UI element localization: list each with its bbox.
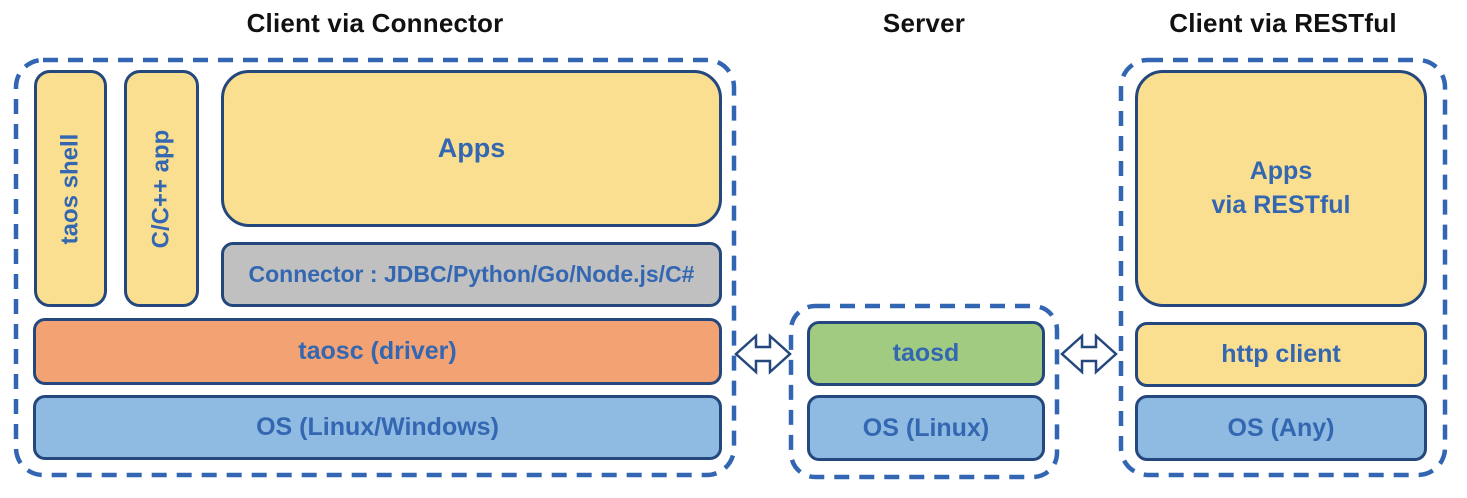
os-any-box: OS (Any) (1135, 395, 1427, 461)
os-linux-label: OS (Linux) (862, 413, 990, 442)
right-section-title: Client via RESTful (1169, 8, 1397, 38)
apps-via-restful-line1: Apps (1249, 156, 1313, 185)
connector-label: Connector : JDBC/Python/Go/Node.js/C# (248, 261, 695, 287)
os-linux-box: OS (Linux) (807, 395, 1045, 461)
left-section-title: Client via Connector (246, 8, 504, 38)
client-restful-container: Apps via RESTful http client OS (Any) (1118, 57, 1448, 478)
right-double-arrow-icon (1060, 333, 1118, 375)
os-linux-windows-box: OS (Linux/Windows) (33, 395, 722, 460)
os-any-label: OS (Any) (1227, 413, 1335, 442)
apps-box: Apps (221, 70, 722, 227)
apps-via-restful-label: Apps via RESTful (1212, 155, 1351, 223)
connector-box: Connector : JDBC/Python/Go/Node.js/C# (221, 242, 722, 307)
taosd-label: taosd (892, 339, 960, 367)
http-client-label: http client (1221, 340, 1341, 368)
os-linux-windows-label: OS (Linux/Windows) (256, 413, 499, 441)
left-double-arrow-icon (734, 333, 792, 375)
apps-via-restful-box: Apps via RESTful (1135, 70, 1427, 307)
taos-shell-label: taos shell (56, 133, 84, 244)
taosc-driver-box: taosc (driver) (33, 318, 722, 385)
http-client-box: http client (1135, 322, 1427, 387)
server-section-title: Server (882, 8, 966, 38)
apps-label: Apps (437, 133, 506, 163)
server-container: taosd OS (Linux) (788, 303, 1060, 480)
taosc-driver-label: taosc (driver) (298, 337, 457, 365)
cpp-app-box: C/C++ app (124, 70, 199, 307)
taosd-box: taosd (807, 321, 1045, 386)
cpp-app-label: C/C++ app (147, 129, 175, 248)
client-connector-container: taos shell C/C++ app Apps Connector : JD… (13, 57, 737, 478)
taos-shell-box: taos shell (34, 70, 107, 307)
apps-via-restful-line2: via RESTful (1211, 190, 1351, 219)
